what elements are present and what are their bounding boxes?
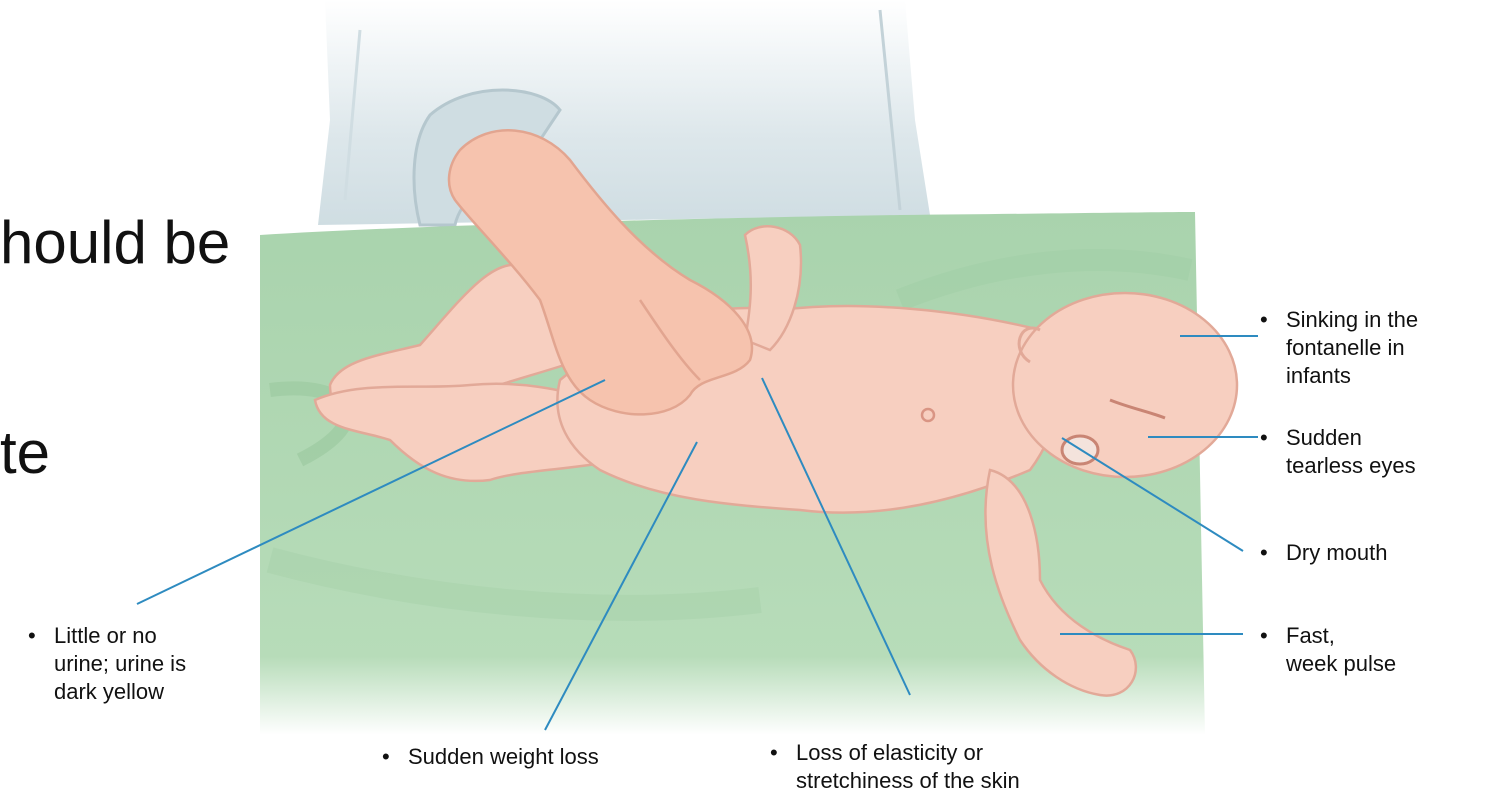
label-weight: • Sudden weight loss: [382, 743, 599, 771]
bullet: •: [1260, 306, 1268, 334]
bullet: •: [1260, 539, 1268, 567]
label-urine-line-2: urine; urine is: [28, 650, 186, 678]
bullet: •: [1260, 622, 1268, 650]
label-urine-line-3: dark yellow: [28, 678, 186, 706]
label-weight-line-1: Sudden weight loss: [382, 743, 599, 771]
label-pulse: • Fast, week pulse: [1260, 622, 1396, 678]
label-fontanelle: • Sinking in the fontanelle in infants: [1260, 306, 1418, 390]
infant-head: [1013, 293, 1237, 477]
label-skin-line-1: Loss of elasticity or: [770, 739, 1020, 767]
label-urine-line-1: Little or no: [28, 622, 186, 650]
bullet: •: [770, 739, 778, 767]
lab-coat-shape: [318, 0, 930, 225]
label-skin-line-2: stretchiness of the skin: [770, 767, 1020, 795]
label-pulse-line-1: Fast,: [1260, 622, 1396, 650]
label-pulse-line-2: week pulse: [1260, 650, 1396, 678]
label-urine: • Little or no urine; urine is dark yell…: [28, 622, 186, 706]
label-eyes-line-2: tearless eyes: [1260, 452, 1416, 480]
bullet: •: [382, 743, 390, 771]
label-mouth: • Dry mouth: [1260, 539, 1387, 567]
label-mouth-line-1: Dry mouth: [1260, 539, 1387, 567]
label-eyes-line-1: Sudden: [1260, 424, 1416, 452]
label-skin: • Loss of elasticity or stretchiness of …: [770, 739, 1020, 795]
label-eyes: • Sudden tearless eyes: [1260, 424, 1416, 480]
label-fontanelle-line-3: infants: [1260, 362, 1418, 390]
label-fontanelle-line-2: fontanelle in: [1260, 334, 1418, 362]
bullet: •: [28, 622, 36, 650]
label-fontanelle-line-1: Sinking in the: [1260, 306, 1418, 334]
bullet: •: [1260, 424, 1268, 452]
